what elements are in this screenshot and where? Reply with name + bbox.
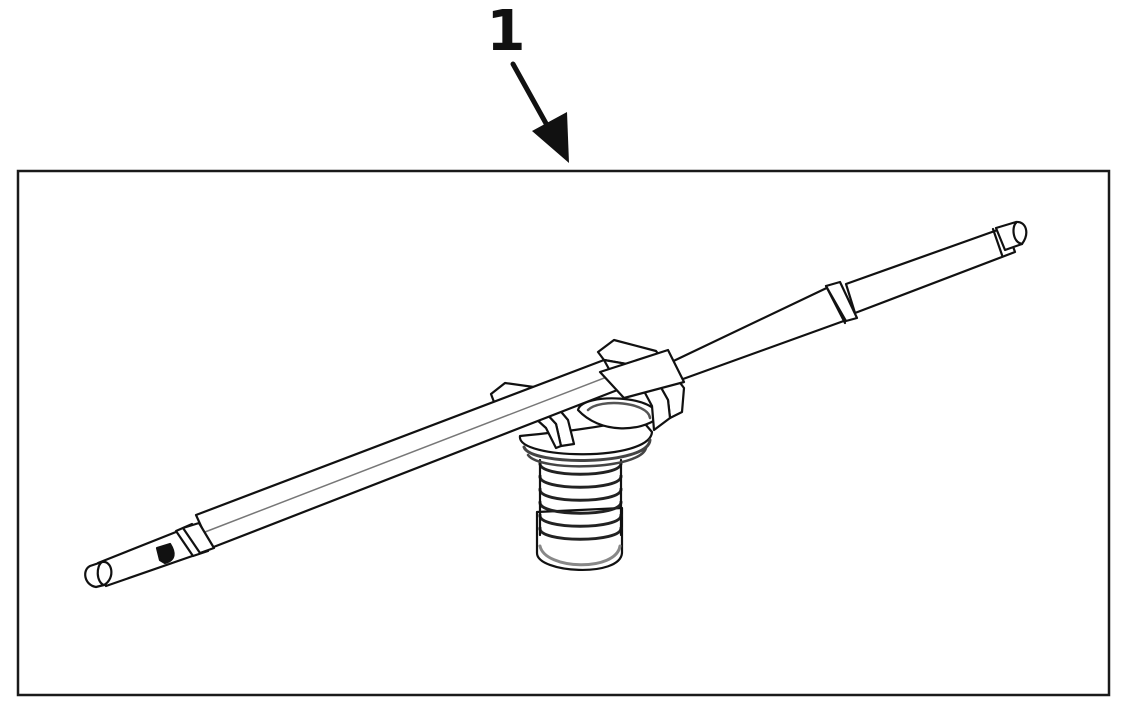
- rod-center-section: [194, 348, 686, 550]
- illustration-frame: [16, 169, 1111, 697]
- spring-assembly: [518, 397, 660, 571]
- callout-number: 1: [486, 0, 526, 64]
- callout-arrow: [510, 61, 569, 163]
- rod-right-section: [661, 280, 859, 381]
- rod-left-end: [84, 521, 216, 589]
- rod-right-end: [844, 220, 1028, 315]
- shift-rod-assembly: [84, 220, 1028, 589]
